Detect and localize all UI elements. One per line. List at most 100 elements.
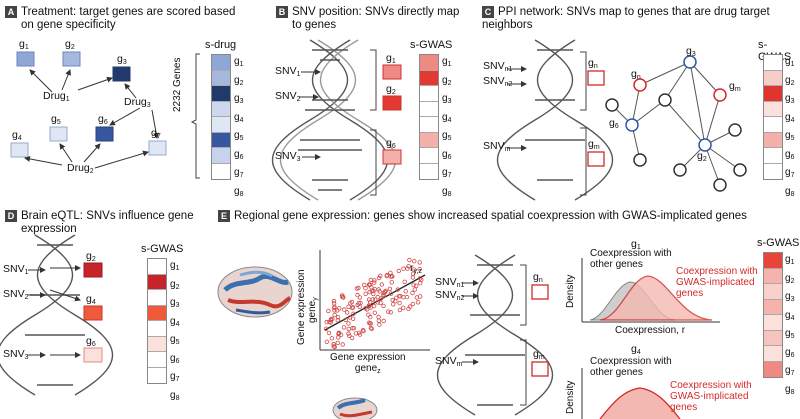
gene-list-item: g6 bbox=[234, 148, 244, 161]
scatter-point bbox=[356, 285, 361, 291]
density-g4-title: g4 bbox=[631, 343, 641, 356]
scatter-point bbox=[397, 300, 402, 306]
scatter-point bbox=[410, 301, 416, 307]
panel-e-snv-m: SNVm bbox=[435, 355, 463, 368]
scatter-point bbox=[331, 298, 337, 304]
score-cell bbox=[764, 117, 782, 133]
scatter-point bbox=[371, 288, 376, 294]
gene-list-item: g4 bbox=[785, 309, 795, 322]
panel-d-gene-label-4: g4 bbox=[86, 293, 96, 306]
panel-e-col-title: s-GWAS bbox=[757, 237, 800, 249]
scatter-plot bbox=[319, 250, 430, 351]
scatter-point bbox=[328, 317, 334, 322]
scatter-point bbox=[369, 285, 374, 290]
gene-list-item: g3 bbox=[785, 291, 795, 303]
score-cell bbox=[764, 361, 782, 377]
scatter-point bbox=[418, 294, 423, 299]
scatter-point bbox=[356, 301, 361, 306]
panel-a-gene-label-4: g4 bbox=[12, 129, 22, 142]
panel-d-score-column bbox=[147, 258, 167, 384]
score-cell bbox=[764, 86, 782, 102]
gene-list-item: g1 bbox=[442, 56, 452, 68]
scatter-point bbox=[326, 308, 331, 314]
density-g4-y-label: Density bbox=[565, 380, 576, 414]
scatter-point bbox=[335, 315, 341, 320]
score-cell bbox=[148, 367, 166, 383]
panel-c-badge: C bbox=[482, 6, 494, 18]
score-cell bbox=[148, 321, 166, 337]
scatter-point bbox=[346, 321, 351, 326]
gene-list-item: g4 bbox=[785, 111, 795, 124]
panel-a-score-column bbox=[211, 54, 231, 180]
scatter-point bbox=[417, 267, 422, 272]
scatter-point bbox=[417, 276, 423, 281]
gene-list-item: g5 bbox=[442, 130, 452, 142]
drug1-label: Drug1 bbox=[43, 90, 70, 103]
scatter-point bbox=[324, 319, 329, 325]
score-cell bbox=[212, 55, 230, 71]
score-cell bbox=[420, 163, 438, 179]
scatter-points bbox=[323, 257, 424, 350]
panel-c-gene-label-n: gn bbox=[588, 57, 598, 70]
scatter-point bbox=[403, 289, 408, 294]
scatter-point bbox=[346, 326, 351, 332]
panel-b-gene-boxes bbox=[382, 64, 402, 165]
scatter-point bbox=[394, 295, 399, 300]
scatter-point bbox=[329, 336, 335, 341]
score-cell bbox=[420, 70, 438, 86]
scatter-point bbox=[378, 273, 383, 278]
panel-b-title-line1: SNV position: SNVs directly map bbox=[292, 6, 460, 18]
score-cell bbox=[764, 284, 782, 300]
gene-list-item: g5 bbox=[785, 130, 795, 142]
panel-b-snv2: SNV2 bbox=[275, 90, 301, 103]
brain-image-top bbox=[217, 266, 293, 318]
panel-b-gene-label-1: g1 bbox=[386, 52, 396, 65]
network-label-gm: gm bbox=[729, 80, 741, 93]
scatter-point bbox=[332, 304, 337, 309]
density-g1-y-label: Density bbox=[565, 274, 576, 308]
scatter-point bbox=[335, 340, 340, 346]
scatter-point bbox=[357, 295, 362, 300]
scatter-point bbox=[367, 289, 372, 295]
score-cell bbox=[148, 336, 166, 352]
scatter-point bbox=[373, 297, 378, 302]
network-label-gn: gn bbox=[631, 68, 641, 81]
panel-d-col-title: s-GWAS bbox=[141, 243, 184, 255]
dna-helix-d bbox=[0, 234, 114, 396]
dna-helix-b bbox=[271, 39, 397, 201]
scatter-point bbox=[401, 266, 406, 271]
scatter-point bbox=[389, 280, 394, 285]
gene-list-item: g8 bbox=[170, 389, 180, 402]
scatter-point bbox=[344, 310, 350, 315]
scatter-point bbox=[347, 315, 352, 320]
gene-list-item: g7 bbox=[785, 167, 795, 179]
score-cell bbox=[212, 132, 230, 148]
gene-list-item: g1 bbox=[785, 254, 795, 266]
gene-list-item: g8 bbox=[234, 185, 244, 198]
score-cell bbox=[148, 274, 166, 290]
scatter-point bbox=[382, 289, 387, 295]
gene-list-item: g6 bbox=[170, 352, 180, 365]
gene-list-item: g2 bbox=[785, 272, 795, 285]
gene-list-item: g4 bbox=[234, 111, 244, 124]
score-cell bbox=[764, 299, 782, 315]
scatter-point bbox=[386, 309, 391, 314]
panel-e-gene-label-n: gn bbox=[533, 271, 543, 284]
scatter-point bbox=[350, 305, 356, 310]
score-cell bbox=[764, 101, 782, 117]
scatter-point bbox=[379, 282, 384, 287]
panel-a-gene-label-3: g3 bbox=[117, 53, 127, 66]
panel-a-gene-label-6: g6 bbox=[98, 113, 108, 126]
scatter-point bbox=[378, 300, 383, 305]
panel-d-gene-label-6: g6 bbox=[86, 335, 96, 348]
score-cell bbox=[420, 117, 438, 133]
score-cell bbox=[420, 86, 438, 102]
panel-d-badge: D bbox=[5, 210, 17, 222]
